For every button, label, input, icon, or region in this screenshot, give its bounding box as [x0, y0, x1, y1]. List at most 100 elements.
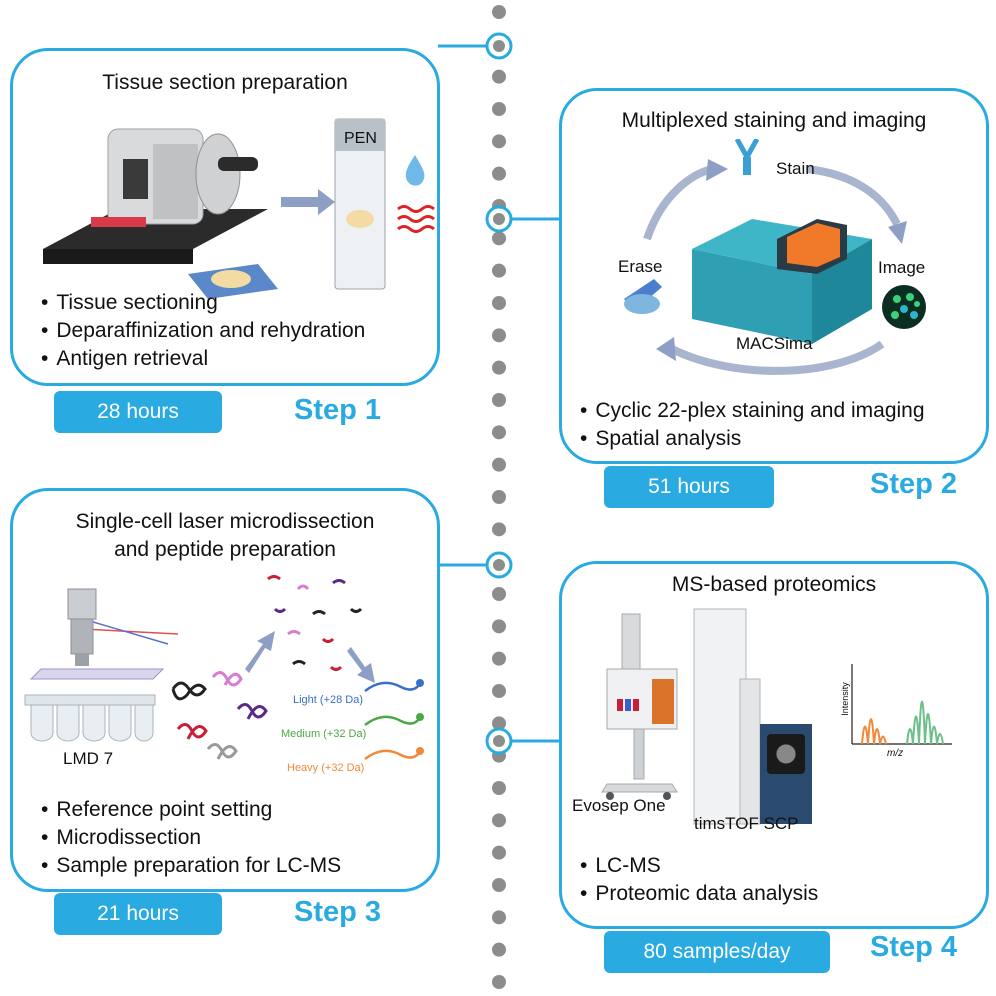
step1-panel: Tissue section preparation PEN Tissue se… — [10, 48, 440, 386]
arrow-icon — [245, 631, 275, 673]
cycle-label-stain: Stain — [776, 159, 815, 178]
blade-icon — [91, 217, 146, 227]
timeline-dot — [492, 231, 506, 246]
stage-slide-icon — [29, 668, 165, 680]
timeline-dot — [492, 393, 506, 407]
timeline-dot — [492, 781, 506, 795]
timeline-dot — [492, 975, 506, 989]
step1-bullets: Tissue sectioning Deparaffinization and … — [41, 289, 365, 373]
timeline-dot — [492, 263, 506, 278]
water-drop-icon — [405, 155, 425, 186]
bullet-item: Antigen retrieval — [41, 345, 365, 373]
bullet-item: Cyclic 22-plex staining and imaging — [580, 397, 924, 425]
step2-duration-badge: 51 hours — [604, 466, 774, 508]
timeline-dot — [492, 425, 506, 440]
bullet-item: LC-MS — [580, 852, 818, 880]
step2-title: Multiplexed staining and imaging — [621, 109, 927, 132]
timeline-dot — [492, 5, 506, 19]
timeline-dots — [492, 5, 506, 989]
timeline-dot — [492, 845, 506, 860]
arrow-icon — [281, 189, 335, 215]
peptide-icon — [267, 575, 281, 581]
heavy-peptide-icon — [364, 749, 420, 760]
macsima-cycle-illustration — [624, 139, 926, 375]
bullet-item: Deparaffinization and rehydration — [41, 317, 365, 345]
collection-tube-icon — [30, 704, 54, 742]
hand-icon — [624, 294, 660, 314]
timeline-dot — [492, 522, 506, 537]
step2-bullets: Cyclic 22-plex staining and imaging Spat… — [580, 397, 925, 453]
timeline-dot — [492, 296, 506, 310]
timeline-dot — [492, 716, 506, 731]
instrument-label-evosep: Evosep One — [572, 796, 666, 815]
label-light: Light (+28 Da) — [293, 694, 364, 706]
spectrum-ylabel: Intensity — [839, 682, 850, 716]
step2-panel: Multiplexed staining and imaging Stain I… — [559, 88, 989, 464]
timeline-dot — [492, 651, 506, 666]
step4-duration-badge: 80 samples/day — [604, 931, 830, 973]
bullet-item: Proteomic data analysis — [580, 880, 818, 908]
step3-title-line2: and peptide preparation — [114, 538, 336, 561]
spectrum-light-peaks-icon — [861, 718, 887, 745]
instrument-label-lmd7: LMD 7 — [63, 749, 114, 768]
bullet-item: Spatial analysis — [580, 425, 925, 453]
step3-bullets: Reference point setting Microdissection … — [41, 796, 341, 880]
timeline-dot — [492, 102, 506, 116]
instrument-label-timstof: timsTOF SCP — [694, 814, 799, 833]
timeline-dot — [492, 360, 506, 375]
timeline-dot — [492, 684, 506, 698]
step2-label: Step 2 — [870, 468, 958, 500]
step1-duration-badge: 28 hours — [54, 391, 222, 433]
cycle-label-image: Image — [878, 258, 926, 277]
microdissection-illustration — [24, 575, 424, 760]
cycle-arrow-icon — [643, 165, 714, 241]
spectrum-xlabel: m/z — [887, 748, 904, 759]
timstof-scp-icon — [693, 608, 747, 825]
step4-panel: MS-based proteomics Intensity m/z Evosep… — [559, 561, 989, 929]
step3-title-line1: Single-cell laser microdissection — [75, 510, 375, 533]
timeline-dot — [492, 587, 506, 601]
laser-beam-icon — [82, 628, 179, 635]
step4-label: Step 4 — [870, 931, 958, 963]
timeline-dot — [492, 942, 506, 957]
ms-instruments-illustration — [601, 608, 952, 825]
timeline-dot — [492, 69, 506, 84]
timeline-node-dot — [493, 559, 505, 571]
timeline-dot — [492, 910, 506, 925]
pen-slide-label: PEN — [344, 130, 377, 147]
step4-bullets: LC-MS Proteomic data analysis — [580, 852, 818, 908]
timeline-dot — [492, 457, 506, 472]
instrument-label-macsima: MACSima — [736, 334, 813, 353]
bullet-item: Microdissection — [41, 824, 341, 852]
timeline-node-dot — [493, 735, 505, 747]
medium-peptide-icon — [364, 715, 420, 726]
step4-title: MS-based proteomics — [671, 573, 877, 596]
protein-icon — [171, 681, 207, 701]
timeline-node-dot — [493, 213, 505, 225]
label-medium: Medium (+32 Da) — [281, 728, 367, 740]
step3-duration-badge: 21 hours — [54, 893, 222, 935]
step1-label: Step 1 — [294, 394, 382, 426]
light-peptide-icon — [364, 681, 420, 692]
timeline-dot — [492, 619, 506, 634]
timeline-dot — [492, 813, 506, 828]
bullet-item: Reference point setting — [41, 796, 341, 824]
bullet-item: Tissue sectioning — [41, 289, 365, 317]
timeline-dot — [492, 490, 506, 504]
evosep-one-icon — [621, 613, 641, 670]
heat-icon — [397, 205, 435, 213]
timeline-dot — [492, 166, 506, 181]
step1-title: Tissue section preparation — [102, 71, 348, 94]
microtome-illustration — [43, 118, 435, 299]
objective-icon — [67, 588, 97, 620]
spectrum-heavy-peaks-icon — [906, 700, 944, 745]
step3-label: Step 3 — [294, 896, 382, 928]
timeline-dot — [492, 878, 506, 892]
timeline-dot — [492, 328, 506, 343]
timeline-node-dot — [493, 40, 505, 52]
label-heavy: Heavy (+32 Da) — [287, 762, 365, 774]
antibody-icon — [734, 139, 760, 163]
step3-panel: Single-cell laser microdissection and pe… — [10, 488, 440, 892]
timeline-dot — [492, 134, 506, 149]
